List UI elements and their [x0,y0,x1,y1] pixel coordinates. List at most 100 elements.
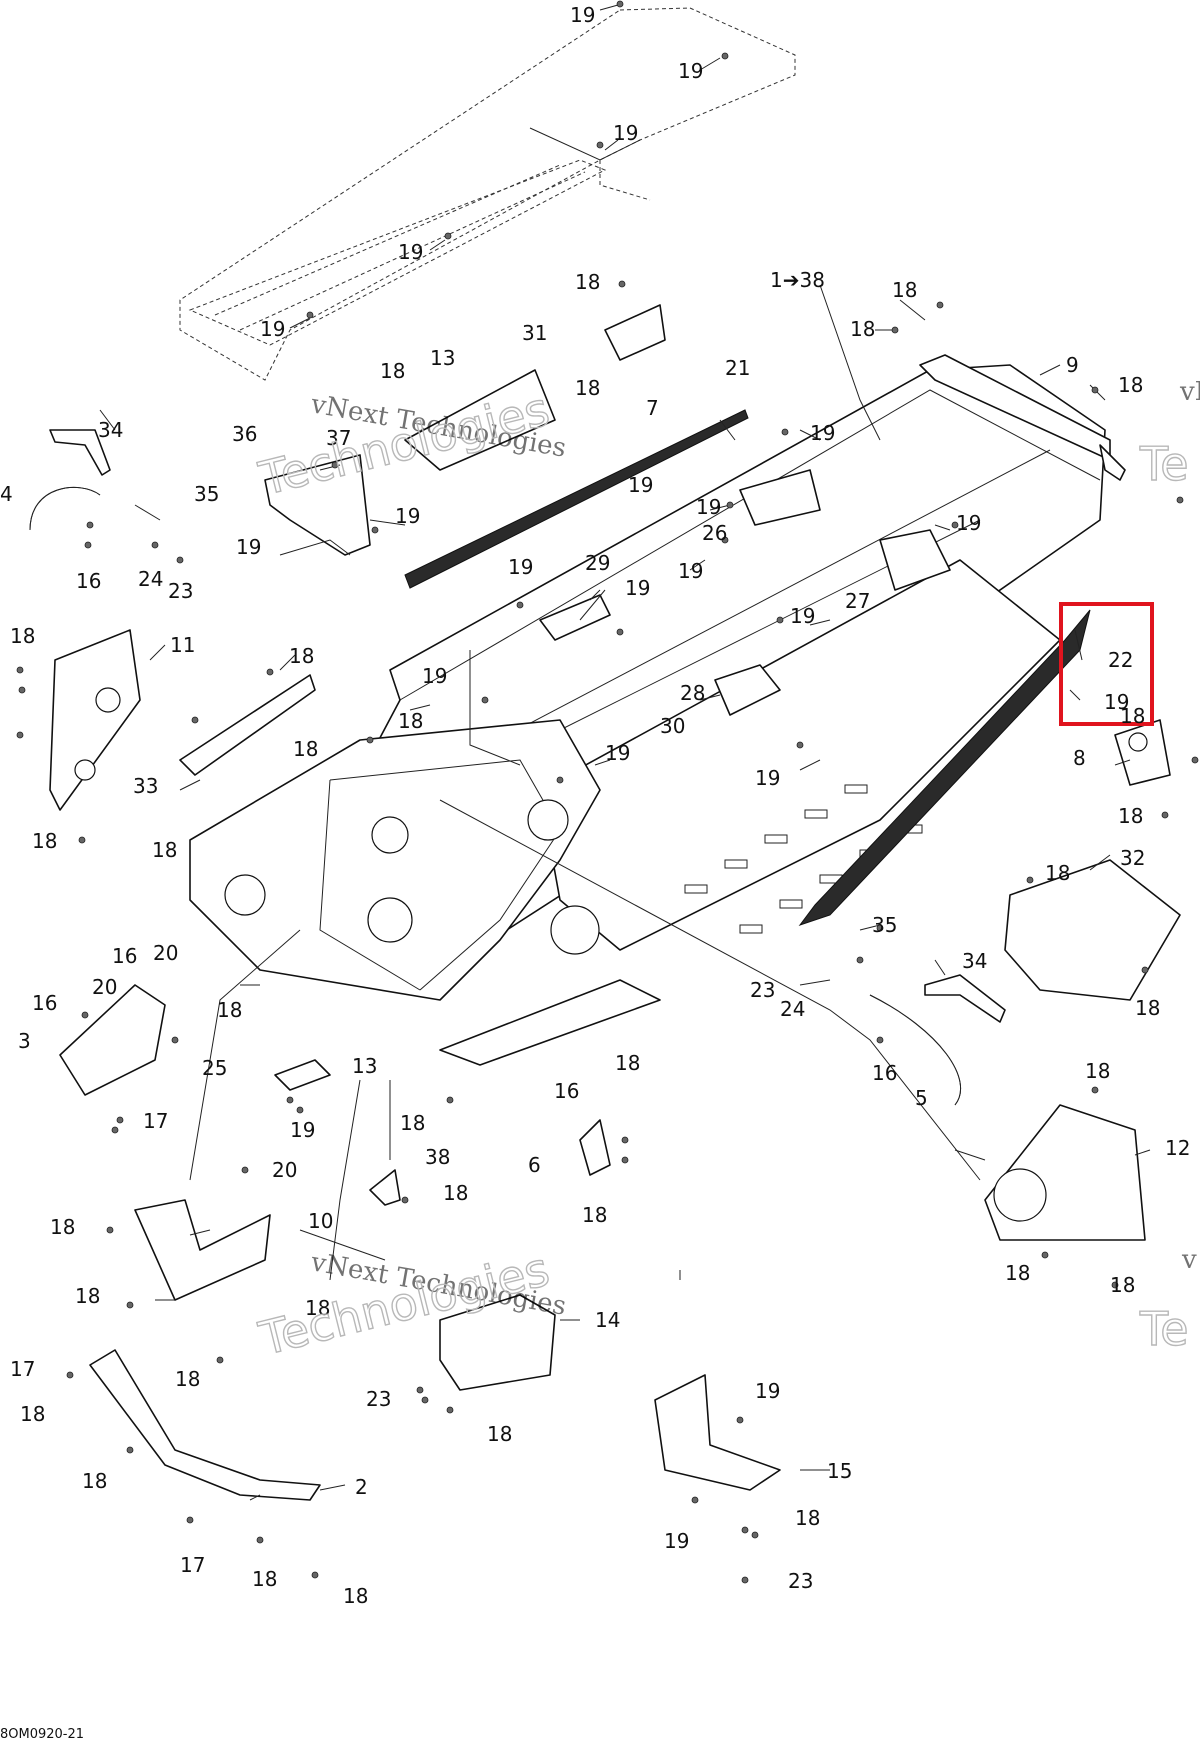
callout: 18 [343,1584,368,1608]
callout: 19 [696,495,721,519]
callout: 17 [143,1109,168,1133]
callout: 16 [32,991,57,1015]
callout: 23 [168,579,193,603]
callout: 19 [395,504,420,528]
bracket-27 [879,529,951,591]
bracket-33 [179,674,316,776]
callout: 19 [755,1379,780,1403]
callout: 3 [18,1029,31,1053]
callout: 18 [20,1402,45,1426]
callout: 18 [252,1567,277,1591]
handle-4 [29,487,101,531]
callout: 9 [1066,353,1079,377]
callout: 36 [232,422,257,446]
callout: 11 [170,633,195,657]
callout: 18 [380,359,405,383]
callout: 18 [615,1051,640,1075]
watermark-edge: vN [1179,377,1200,407]
callout: 18 [1118,804,1143,828]
callout: 21 [725,356,750,380]
callout: 14 [595,1308,620,1332]
callout: 6 [528,1153,541,1177]
bracket-36 [264,454,371,556]
callout: 19 [1104,690,1129,714]
callout: 19 [260,317,285,341]
bracket-7 [604,304,666,361]
callout: 34 [98,418,123,442]
watermark-edge: Te [1139,1302,1189,1356]
callout: 19 [790,604,815,628]
bracket-30 [714,664,781,716]
callout: 18 [152,838,177,862]
callout: 18 [575,270,600,294]
callout: 24 [138,567,163,591]
callout: 20 [153,941,178,965]
callout: 18 [305,1296,330,1320]
callout: 18 [1120,704,1145,728]
bracket-10 [134,1199,271,1301]
callout: 19 [398,240,423,264]
callout: 20 [92,975,117,999]
fasteners [16,0,1199,1584]
callout: 5 [915,1086,928,1110]
callout: 19 [625,576,650,600]
callout: 18 [1135,996,1160,1020]
callout: 18 [1085,1059,1110,1083]
callout: 18 [217,998,242,1022]
callout: 19 [605,741,630,765]
callout: 19 [422,664,447,688]
callout: 10 [308,1209,333,1233]
callout: 30 [660,714,685,738]
callout: 18 [1118,373,1143,397]
slide-rail-left [404,409,749,589]
callout: 18 [400,1111,425,1135]
callout: 19 [810,421,835,445]
highlight-box [1059,602,1154,726]
callout: 23 [788,1569,813,1593]
callout: 35 [872,913,897,937]
watermark-outline: Technologies [254,382,555,506]
callout: 18 [293,737,318,761]
bracket-38 [369,1169,401,1206]
callout: 18 [1005,1261,1030,1285]
callout: 26 [702,521,727,545]
callout: 19 [956,511,981,535]
plate-11 [49,629,141,811]
tunnel-cover-panel [179,7,796,381]
callout: 8 [1073,746,1086,770]
callout: 18 [289,644,314,668]
callout: 19 [508,555,533,579]
callout: 23 [750,978,775,1002]
bracket-14 [439,1294,556,1391]
callout: 18 [10,624,35,648]
callout: 22 [1108,648,1133,672]
callout: 18 [175,1367,200,1391]
callout: 18 [575,376,600,400]
callout: 18 [82,1469,107,1493]
callout: 18 [75,1284,100,1308]
callout: 16 [112,944,137,968]
callout: 33 [133,774,158,798]
bracket-29 [539,594,611,641]
callout: 19 [755,766,780,790]
callout: 1➔38 [770,268,825,292]
watermark-edge: Te [1139,437,1189,491]
callout: 18 [1110,1273,1135,1297]
callout: 18 [32,829,57,853]
callout: 13 [352,1054,377,1078]
callout: 18 [892,278,917,302]
plate-12 [984,1104,1146,1241]
callout: 31 [522,321,547,345]
callout: 2 [355,1475,368,1499]
callout: 18 [487,1422,512,1446]
callout: 24 [780,997,805,1021]
bracket-26 [739,469,821,526]
callout: 34 [962,949,987,973]
callout: 16 [872,1061,897,1085]
callout: 19 [678,59,703,83]
callout: 18 [795,1506,820,1530]
callout: 15 [827,1459,852,1483]
bracket-15 [654,1374,781,1491]
bracket-3 [59,984,166,1096]
bracket-8 [1114,719,1171,786]
